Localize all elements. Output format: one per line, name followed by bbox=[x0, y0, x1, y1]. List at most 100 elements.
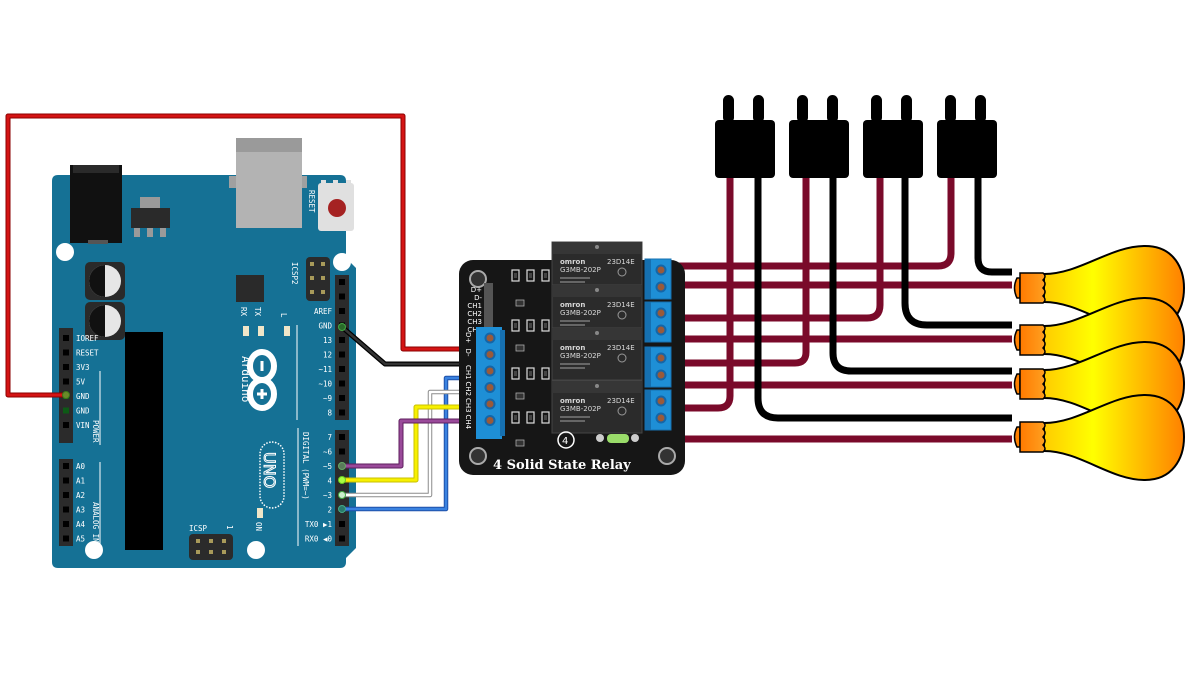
digital-group-label: DIGITAL (PWM=~) bbox=[301, 432, 310, 500]
atmega-chip bbox=[125, 332, 163, 550]
terminal-screw-head bbox=[486, 417, 494, 424]
analog-group-label: ANALOG IN bbox=[91, 502, 100, 543]
smd-transistor bbox=[515, 299, 525, 307]
mounting-hole bbox=[56, 243, 74, 261]
header-pin bbox=[339, 351, 345, 358]
terminal-label: CH4 bbox=[464, 415, 472, 430]
header-pin bbox=[63, 535, 69, 542]
neutral-wire-1 bbox=[754, 178, 1012, 422]
live-wire-plug-2 bbox=[665, 178, 810, 367]
digital-header-bottom bbox=[335, 430, 349, 546]
smd-resistor bbox=[526, 411, 535, 424]
smd-resistor bbox=[511, 411, 520, 424]
header-pin bbox=[339, 337, 345, 343]
header-pin bbox=[339, 395, 345, 401]
terminal-label: CH3 bbox=[464, 398, 472, 413]
arduino-uno-board: RESET ICSP2 RX TX L bbox=[52, 138, 356, 568]
lamp-contact bbox=[1013, 426, 1021, 448]
output-terminal-block bbox=[644, 389, 672, 431]
digital-header-top bbox=[335, 275, 349, 420]
pin-3-connection bbox=[338, 491, 346, 499]
header-pin-label: CH1 bbox=[467, 302, 482, 310]
terminal-screw-head bbox=[657, 414, 665, 422]
fuse-contact bbox=[596, 434, 604, 442]
header-pin bbox=[63, 521, 69, 527]
mounting-hole bbox=[333, 253, 351, 271]
pin-label: ~5 bbox=[323, 462, 332, 471]
smd-resistor bbox=[526, 367, 535, 380]
terminal-screw-head bbox=[486, 367, 494, 375]
analog-header bbox=[59, 459, 73, 546]
lamp-contact bbox=[1013, 277, 1021, 299]
pin-label: 8 bbox=[327, 409, 332, 418]
tx-label: TX bbox=[253, 307, 262, 317]
header-pin bbox=[63, 335, 69, 341]
lamp-base bbox=[1019, 324, 1046, 356]
header-pin bbox=[339, 366, 345, 372]
header-pin bbox=[63, 463, 69, 469]
header-pin bbox=[63, 477, 69, 484]
on-led bbox=[257, 508, 263, 518]
pin-label: 4 bbox=[327, 477, 332, 486]
terminal-screw-head bbox=[486, 351, 494, 358]
icsp2-label: ICSP2 bbox=[290, 262, 299, 285]
terminal-screw-head bbox=[486, 384, 494, 391]
terminal-screw-head bbox=[657, 309, 665, 317]
smd-transistor bbox=[515, 392, 525, 400]
smd-resistor bbox=[541, 367, 550, 380]
header-pin bbox=[339, 409, 345, 416]
header-pin bbox=[63, 422, 69, 428]
power-group-label: POWER bbox=[91, 420, 100, 443]
channel-count-badge bbox=[557, 431, 575, 449]
mounting-hole bbox=[247, 541, 265, 559]
mains-plugs bbox=[715, 95, 997, 178]
lamps bbox=[1013, 244, 1186, 482]
pin-label: ~3 bbox=[323, 491, 332, 500]
terminal-screw-head bbox=[657, 371, 665, 379]
terminal-label: CH2 bbox=[464, 382, 472, 397]
on-label: ON bbox=[254, 522, 263, 531]
fuse bbox=[607, 434, 629, 443]
smd-resistor bbox=[541, 319, 550, 332]
smd-transistor bbox=[515, 344, 525, 352]
pin-label: 5V bbox=[76, 378, 86, 387]
pin-label: 7 bbox=[327, 433, 332, 442]
icsp-label: ICSP bbox=[189, 524, 208, 533]
live-wire-plug-1 bbox=[665, 178, 734, 412]
terminal-screw-head bbox=[657, 397, 665, 405]
terminal-label: D+ bbox=[464, 332, 472, 343]
terminal-label: D- bbox=[464, 349, 472, 357]
lamp-contact bbox=[1013, 329, 1021, 351]
header-pin-label: CH4 bbox=[467, 326, 482, 334]
reset-button[interactable] bbox=[318, 180, 354, 231]
usb-interface-chip bbox=[236, 275, 264, 302]
input-terminal-block bbox=[476, 327, 505, 439]
lamp-base bbox=[1019, 272, 1046, 304]
mounting-hole bbox=[469, 447, 487, 465]
relay-model: G3MB-202P bbox=[560, 309, 601, 317]
pin-label: TX0 ▶1 bbox=[305, 520, 332, 529]
arduino-brand-text: Arduino bbox=[239, 356, 252, 402]
pin-label: ~9 bbox=[323, 394, 332, 403]
mains-wires bbox=[665, 178, 1012, 443]
header-pin-label: CH2 bbox=[467, 310, 482, 318]
header-pin bbox=[339, 535, 345, 542]
pin-label: A0 bbox=[76, 462, 86, 471]
pin-label: 13 bbox=[323, 336, 332, 345]
header-pin bbox=[339, 293, 345, 300]
pin-label: A5 bbox=[76, 535, 85, 544]
reset-label: RESET bbox=[307, 190, 316, 213]
pin-2-connection bbox=[338, 505, 346, 513]
pin-label: AREF bbox=[314, 307, 333, 316]
pin-5-connection bbox=[338, 462, 346, 470]
wire-ch4 bbox=[342, 418, 476, 469]
smd-resistor bbox=[526, 269, 535, 282]
live-wire-plug-4 bbox=[665, 178, 955, 270]
pin-label: 3V3 bbox=[76, 363, 90, 372]
output-terminal-block bbox=[644, 258, 672, 300]
live-wire-plug-3 bbox=[665, 178, 884, 322]
pin-label: 12 bbox=[323, 351, 332, 360]
mains-plug bbox=[715, 95, 775, 178]
